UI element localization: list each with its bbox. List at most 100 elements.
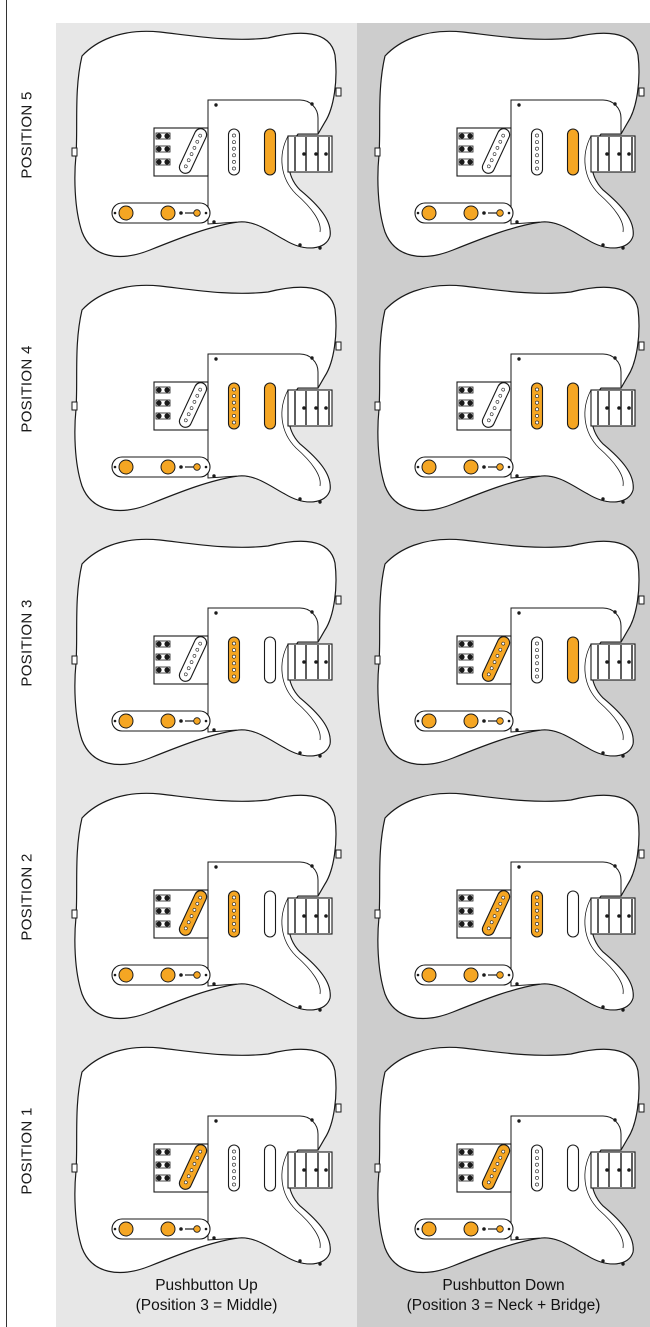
saddle-screw [164,921,170,927]
middle-pickup [530,890,544,938]
pickguard-screw [298,243,302,247]
plate-screw [507,973,511,977]
tone-knob [463,713,479,729]
pole-piece [232,400,236,405]
bridge-pickup [178,128,208,174]
neck-pickup [566,382,580,430]
pole-piece [232,1182,236,1187]
tone-knob [160,967,176,983]
pickguard-screw [601,497,605,501]
pickguard-edge [584,135,624,233]
pickguard-screw [613,356,617,360]
strap-button [374,909,381,919]
strap-button [71,147,78,157]
saddle-screw [164,1175,170,1181]
pole-piece [198,895,202,900]
saddle-screw [164,895,170,901]
bridge-pickup [481,128,511,174]
saddle-screw [459,413,465,419]
pole-piece [232,667,236,672]
strap-button [335,341,342,351]
pickguard-screw [621,1008,625,1012]
plate-screw [507,1227,511,1231]
bridge-saddle [155,399,171,407]
pole-piece [501,641,505,646]
bridge-pickup [178,382,208,428]
bridge-saddle [458,132,474,140]
bridge-saddle [155,145,171,153]
pole-piece [535,166,539,171]
pushbutton-up-caption: Pushbutton Up (Position 3 = Middle) [56,1276,357,1316]
plate-screw [416,1227,420,1231]
pole-piece [232,908,236,913]
strap-button [638,849,645,859]
pole-piece [232,413,236,418]
pole-piece [487,672,491,677]
pickguard-screw [613,102,617,106]
pickguard-screw [515,1236,519,1240]
middle-pickup [530,636,544,684]
pushbutton-dot [179,465,183,469]
pole-piece [184,672,188,677]
pole-piece [232,661,236,666]
pickguard-screw [212,220,216,224]
pole-piece [535,1162,539,1167]
pickguard-screw [517,1119,521,1123]
bridge-saddle [458,666,474,674]
pole-piece [535,133,539,138]
saddle-screw [164,387,170,393]
plate-screw [113,719,117,723]
bridge-saddle [458,158,474,166]
pickguard-screw [515,982,519,986]
pole-piece [535,1156,539,1161]
pickguard-screw [318,246,322,250]
strap-button [71,655,78,665]
pole-piece [535,146,539,151]
strap-button [638,1103,645,1113]
pushbutton-up-title: Pushbutton Up [155,1277,258,1294]
neck-screw [324,152,328,156]
bridge-saddle [458,386,474,394]
plate-screw [113,465,117,469]
neck-screw [605,660,609,664]
bridge-saddle [155,158,171,166]
pole-piece [495,1162,500,1166]
pole-piece [501,133,505,138]
pickguard-screw [298,751,302,755]
saddle-screw [156,908,162,914]
saddle-screw [459,1149,465,1155]
volume-knob [421,713,437,729]
neck-screw [627,406,631,410]
pole-piece [492,660,497,664]
plate-screw [416,211,420,215]
pole-piece [535,921,539,926]
pickguard-screw [310,610,314,614]
bridge-pickup [481,382,511,428]
plate-screw [113,211,117,215]
saddle-screw [459,146,465,152]
pushbutton-dot [179,1227,183,1231]
saddle-screw [164,654,170,660]
pickguard-screw [601,751,605,755]
pole-piece [535,1169,539,1174]
neck-screw [605,914,609,918]
saddle-screw [156,921,162,927]
pickguard-screw [517,611,521,615]
switch-tip [496,1225,504,1233]
pole-piece [232,140,236,145]
plate-screw [416,973,420,977]
volume-knob [118,205,134,221]
pole-piece [487,926,491,931]
neck-screw [324,914,328,918]
bridge-saddle [458,145,474,153]
pole-piece [489,920,494,925]
saddle-screw [156,667,162,673]
saddle-screw [467,1162,473,1168]
pole-piece [186,158,191,163]
bridge-saddle [458,907,474,915]
neck-screw [627,1168,631,1172]
pole-piece [492,1168,497,1172]
pole-piece [232,133,236,138]
saddle-screw [156,641,162,647]
pickguard-screw [515,728,519,732]
